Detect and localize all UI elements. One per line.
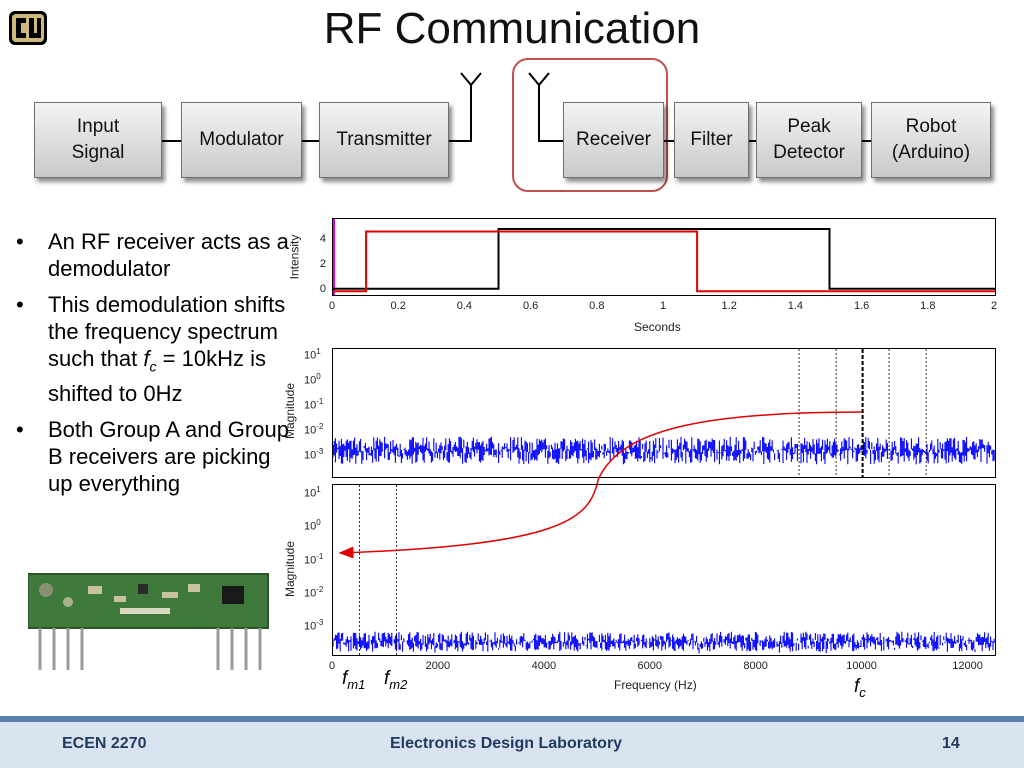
x-tick-label: 0.4: [456, 300, 473, 312]
x-tick-label: 1.4: [787, 300, 804, 312]
x-tick-label: 1.8: [920, 300, 936, 312]
spectrum-noise: [333, 436, 995, 465]
y-tick-label: 10-1: [304, 396, 324, 412]
time-plot-xlabel: Seconds: [634, 320, 681, 334]
time-series-0: [333, 228, 995, 290]
x-tick-label: 12000: [952, 660, 983, 672]
receiver-highlight: [512, 58, 668, 192]
footer: ECEN 2270 Electronics Design Laboratory …: [0, 722, 1024, 768]
wire: [302, 140, 319, 142]
y-tick-label: 101: [304, 346, 321, 362]
x-tick-label: 1.2: [721, 300, 737, 312]
x-tick-label: 10000: [846, 660, 877, 672]
wire: [664, 140, 674, 142]
wire: [862, 140, 871, 142]
y-tick-label: 100: [304, 371, 321, 387]
x-tick-label: 0.6: [522, 300, 539, 312]
footer-course: ECEN 2270: [62, 735, 147, 752]
bullet-item: This demodulation shifts the frequency s…: [12, 291, 292, 407]
y-tick-label: 101: [304, 485, 321, 500]
x-tick-label: 2: [990, 300, 998, 312]
y-tick-label: 0: [319, 283, 326, 296]
slide-title: RF Communication: [323, 4, 701, 53]
spectrum-after-xlabel: Frequency (Hz): [614, 678, 697, 692]
footer-lab: Electronics Design Laboratory: [390, 735, 623, 752]
y-tick-label: 10-2: [304, 585, 324, 600]
y-tick-label: 10-3: [304, 618, 324, 633]
block-modulator: Modulator: [181, 102, 302, 178]
x-tick-label: 0: [328, 660, 336, 672]
x-tick-label: 0.8: [589, 300, 605, 312]
y-tick-label: 4: [319, 233, 326, 246]
time-series-1: [333, 230, 995, 293]
x-tick-label: 4000: [531, 660, 557, 672]
bullet-list: An RF receiver acts as a demodulator Thi…: [12, 228, 292, 506]
x-tick-label: 6000: [637, 660, 662, 672]
block-robot: Robot (Arduino): [871, 102, 991, 178]
time-plot: [332, 218, 996, 296]
wire: [538, 140, 563, 142]
cu-logo: [9, 11, 47, 45]
y-tick-label: 2: [319, 258, 326, 271]
block-transmitter: Transmitter: [319, 102, 449, 178]
y-tick-label: 100: [304, 518, 321, 533]
bullet-item: An RF receiver acts as a demodulator: [12, 228, 292, 282]
wire: [749, 140, 756, 142]
wire: [162, 140, 181, 142]
wire: [449, 140, 471, 142]
bullet-item: Both Group A and Group B receivers are p…: [12, 416, 292, 497]
transmit-antenna-icon: [460, 72, 482, 86]
x-tick-label: 8000: [743, 660, 768, 672]
footer-page: 14: [942, 735, 960, 752]
fc-label: fc: [854, 676, 866, 700]
spectrum-plot-before: [332, 348, 996, 478]
block-filter: Filter: [674, 102, 749, 178]
block-peak-detector: Peak Detector: [756, 102, 862, 178]
spectrum-plot-after: [332, 484, 996, 656]
y-tick-label: 10-1: [304, 551, 324, 567]
rf-receiver-module-image: [28, 573, 269, 670]
fm1-label: fm1: [342, 668, 366, 692]
x-tick-label: 1: [659, 300, 667, 312]
x-tick-label: 0.2: [390, 300, 406, 312]
footer-divider: [0, 716, 1024, 722]
wire: [538, 84, 540, 142]
x-tick-label: 2000: [425, 660, 451, 672]
block-input-signal: Input Signal: [34, 102, 162, 178]
x-tick-label: 0: [328, 300, 336, 312]
block-receiver: Receiver: [563, 102, 664, 178]
x-tick-label: 1.6: [853, 300, 870, 312]
y-tick-label: 10-3: [304, 446, 324, 462]
spectrum-noise: [333, 631, 995, 654]
fm2-label: fm2: [384, 668, 408, 692]
y-tick-label: 10-2: [304, 421, 324, 437]
wire: [470, 84, 472, 142]
